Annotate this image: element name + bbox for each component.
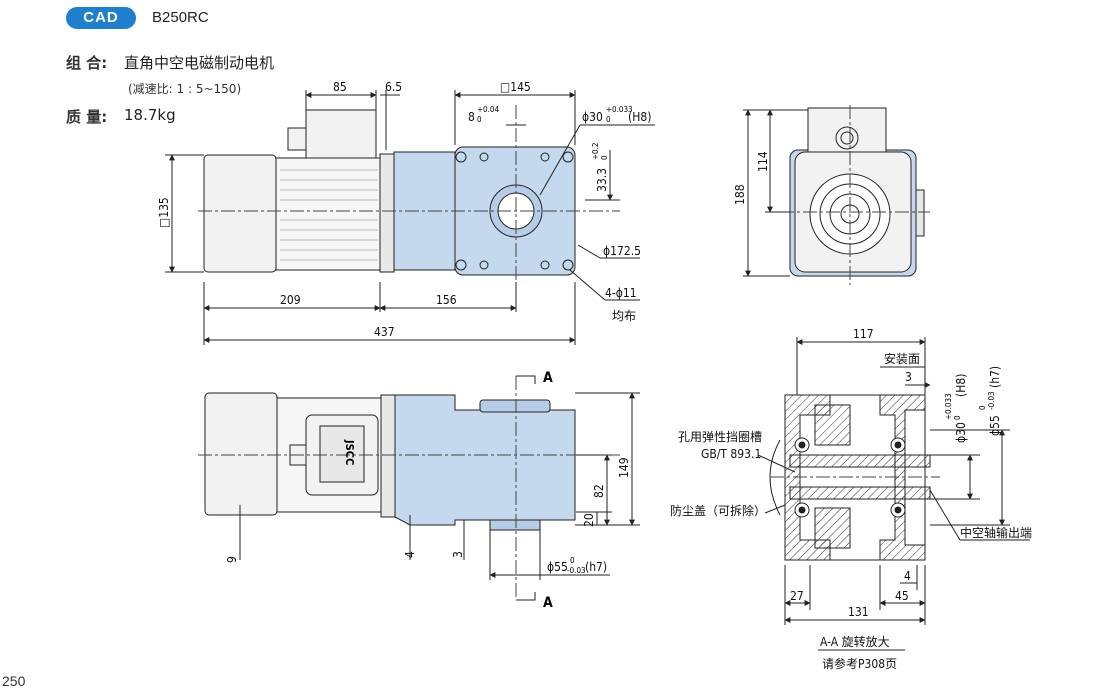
dim-82: 82 <box>592 484 606 498</box>
dim-section-od55-tol-bot: -0.03 <box>987 391 996 410</box>
section-ref: 请参考P308页 <box>822 656 897 671</box>
cad-badge: CAD <box>66 7 136 29</box>
dim-shaft55: ϕ55 <box>547 560 568 574</box>
ratio-note: (减速比: 1 : 5~150) <box>128 82 242 96</box>
terminal-box <box>305 109 377 159</box>
side-gland <box>835 126 859 150</box>
dim-20: 20 <box>582 513 596 527</box>
brand-plate: JSCC <box>343 439 356 465</box>
dim-3: 3 <box>451 551 465 558</box>
dim-6-5: 6.5 <box>385 80 402 94</box>
dim-section-3: 3 <box>905 370 912 384</box>
dim-section-bore30-tol-top: +0.033 <box>944 393 953 420</box>
model-number: B250RC <box>152 9 209 26</box>
section-gear-top <box>814 404 851 446</box>
section-housing-left <box>784 394 831 561</box>
front-view <box>198 375 640 601</box>
front-motor-end <box>204 392 278 516</box>
dim-pcd172-5: ϕ172.5 <box>603 244 641 258</box>
section-shaft-top <box>789 454 931 468</box>
dim-section-od55: ϕ55 <box>988 415 1002 436</box>
motor-flange <box>379 153 395 273</box>
mount-hole <box>540 152 550 162</box>
top-view <box>165 90 655 345</box>
dim-section-131: 131 <box>848 605 869 619</box>
section-view <box>757 337 1030 651</box>
label-dust-cap: 防尘盖（可拆除） <box>670 503 766 518</box>
motor-end-cap <box>203 154 277 273</box>
dim-188: 188 <box>733 184 747 205</box>
mount-hole <box>479 260 489 270</box>
mass-value: 18.7kg <box>124 106 176 124</box>
dim-114: 114 <box>756 151 770 172</box>
combo-value: 直角中空电磁制动电机 <box>124 54 275 72</box>
side-terminal-box <box>807 107 887 153</box>
label-circlip-std: GB/T 893.1 <box>701 447 761 461</box>
section-shaft-bottom <box>789 486 931 500</box>
dim-section-bore30-fit: (H8) <box>954 374 968 397</box>
section-mark-top: A <box>543 370 553 386</box>
dim-key8-tol-top: +0.04 <box>477 105 499 114</box>
mount-hole <box>455 151 467 163</box>
mount-hole <box>479 152 489 162</box>
mount-hole <box>562 151 574 163</box>
dim-4: 4 <box>403 551 417 558</box>
front-shaft-end <box>489 519 541 531</box>
dim-bore30: ϕ30 <box>582 110 603 124</box>
dim-bore30-tol-bot: 0 <box>606 115 611 124</box>
dim-holes-note: 均布 <box>612 309 636 323</box>
dim-section-od55-tol-top: 0 <box>978 405 987 410</box>
dim-key8: 8 <box>468 110 475 124</box>
motor-fins <box>280 169 378 261</box>
dim-117: 117 <box>853 327 874 341</box>
dim-149: 149 <box>617 457 631 478</box>
motor-body <box>275 157 381 271</box>
dim-33-3-tol-bot: 0 <box>600 155 609 160</box>
dim-section-45: 45 <box>895 589 909 603</box>
label-mount-face: 安装面 <box>884 351 920 366</box>
top-view-dim-labels: 85 6.5 □145 8 +0.04 0 ϕ30 +0.033 0 (H8) … <box>157 80 651 339</box>
dim-section-4: 4 <box>904 569 911 583</box>
dim-437: 437 <box>374 325 395 339</box>
dim-key8-tol-bot: 0 <box>477 115 482 124</box>
dim-section-bore30-tol-bot: 0 <box>953 415 962 420</box>
mass-label: 质 量: <box>66 108 108 126</box>
dim-209: 209 <box>280 293 301 307</box>
dim-bore30-fit: (H8) <box>628 110 651 124</box>
section-title: A-A 旋转放大 <box>820 634 890 649</box>
section-view-labels: 117 安装面 3 ϕ30 +0.033 0 (H8) ϕ55 0 -0.03 … <box>670 327 1032 671</box>
mount-hole <box>455 259 467 271</box>
mount-hole <box>562 259 574 271</box>
dim-shaft55-tol-bot: -0.03 <box>567 566 586 575</box>
dim-85: 85 <box>333 80 347 94</box>
dim-section-27: 27 <box>790 589 804 603</box>
dim-33-3: 33.3 <box>595 168 609 192</box>
mount-hole <box>540 260 550 270</box>
side-view <box>743 105 930 285</box>
front-view-labels: A A JSCC 149 82 20 9 4 3 ϕ55 0 -0.03 (h7… <box>225 370 631 611</box>
section-mark-bottom: A <box>543 595 553 611</box>
side-view-dim-labels: 114 188 <box>733 151 770 205</box>
label-hollow-out: 中空轴输出端 <box>960 525 1032 540</box>
front-gearbox <box>394 394 576 531</box>
dim-shaft55-fit: (h7) <box>585 560 607 574</box>
dim-sq145: □145 <box>500 80 531 94</box>
dim-156: 156 <box>436 293 457 307</box>
dim-section-od55-fit: (h7) <box>988 366 1002 388</box>
dim-sq135: □135 <box>157 197 171 228</box>
dim-holes: 4-ϕ11 <box>605 286 637 300</box>
cable-gland <box>287 127 307 151</box>
dim-section-bore30: ϕ30 <box>954 422 968 443</box>
dim-shaft55-tol-top: 0 <box>570 556 575 565</box>
section-gear-bottom <box>814 507 851 549</box>
label-circlip: 孔用弹性挡圈槽 <box>678 430 762 444</box>
dim-9: 9 <box>225 556 239 563</box>
combo-label: 组 合: <box>66 54 108 72</box>
dim-33-3-tol-top: +0.2 <box>591 143 600 160</box>
page-number: 250 <box>2 673 26 689</box>
dim-bore30-tol-top: +0.033 <box>606 105 633 114</box>
